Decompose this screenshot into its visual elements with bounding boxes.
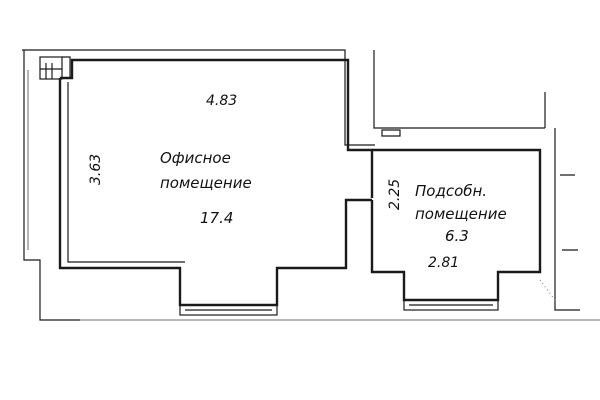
office-room-name-line2: помещение — [160, 174, 252, 192]
office-room-area: 17.4 — [200, 209, 233, 227]
corner-column — [39, 56, 71, 80]
utility-room-name-line2: помещение — [415, 205, 507, 223]
office-height-dimension: 3.63 — [88, 154, 104, 185]
outer-outline — [22, 49, 600, 321]
utility-room-name-line1: Подсобн. — [415, 182, 487, 200]
utility-height-dimension: 2.25 — [387, 179, 403, 210]
utility-width-dimension: 2.81 — [428, 255, 459, 271]
wall-hatching — [290, 279, 600, 321]
utility-room-area: 6.3 — [445, 227, 469, 245]
office-room-name-line1: Офисное — [160, 149, 231, 167]
office-width-dimension: 4.83 — [206, 93, 237, 109]
window-sills — [179, 299, 499, 316]
